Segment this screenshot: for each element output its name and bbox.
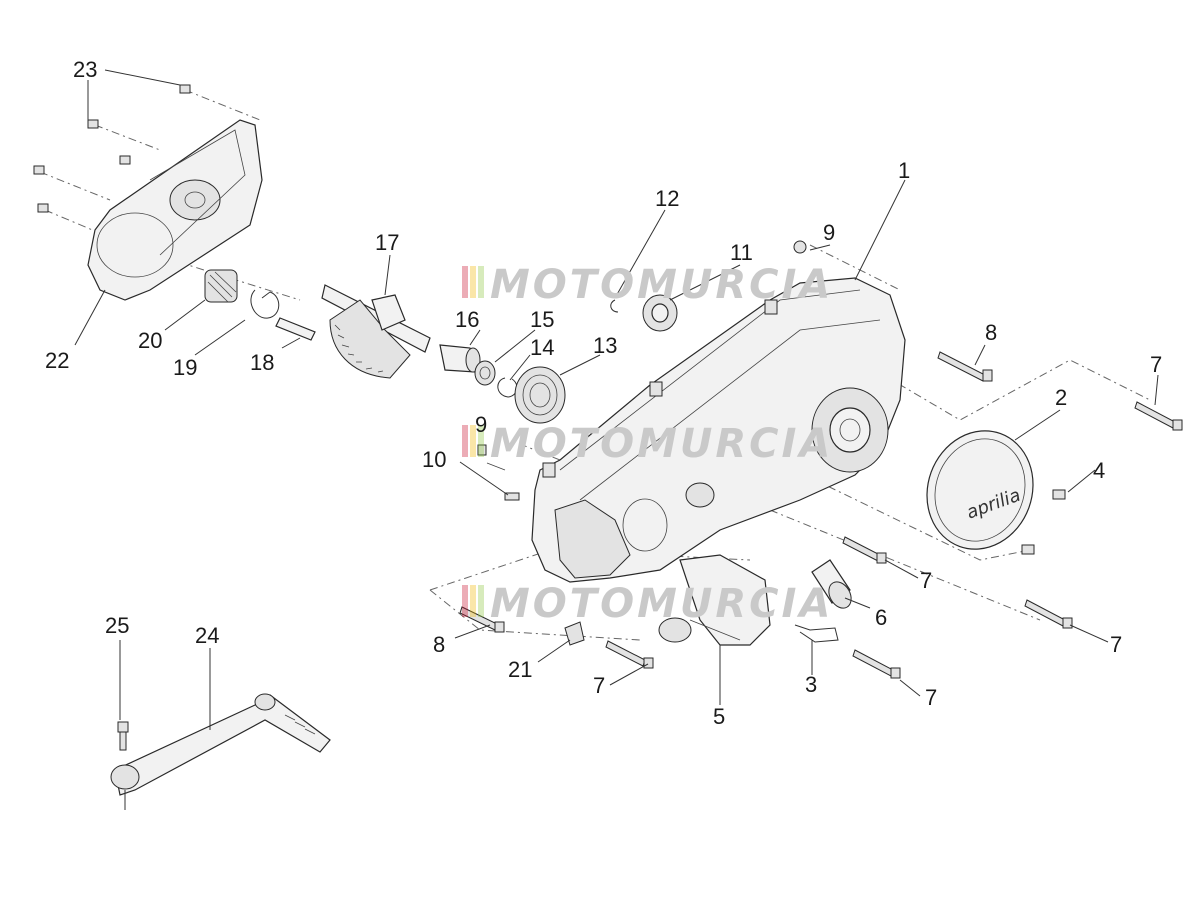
callout-24: 24 xyxy=(195,623,219,648)
part-11-bearing xyxy=(642,294,678,332)
part-23-screws xyxy=(33,84,191,213)
callout-7-bottom: 7 xyxy=(925,685,937,710)
callout-7-right: 7 xyxy=(1150,352,1162,377)
callout-8-low: 8 xyxy=(433,632,445,657)
watermark-top: MOTOMURCIA xyxy=(462,262,833,308)
watermark-text: MOTOMURCIA xyxy=(490,581,833,627)
callout-8-top: 8 xyxy=(985,320,997,345)
callout-15: 15 xyxy=(530,307,554,332)
callout-25: 25 xyxy=(105,613,129,638)
callout-9-mid: 9 xyxy=(475,412,487,437)
callout-12: 12 xyxy=(655,186,679,211)
leader-lines xyxy=(74,69,1159,810)
bolts xyxy=(459,351,1183,679)
part-24-kick-lever xyxy=(110,693,331,796)
callout-23: 23 xyxy=(73,57,97,82)
callout-4: 4 xyxy=(1093,458,1105,483)
part-2-clutch-cover: aprilia xyxy=(926,430,1034,550)
part-12-clip xyxy=(610,299,619,313)
part-13-return-spring xyxy=(514,366,566,424)
callout-2: 2 xyxy=(1055,385,1067,410)
callout-21: 21 xyxy=(508,657,532,682)
callout-5: 5 xyxy=(713,704,725,729)
callout-17: 17 xyxy=(375,230,399,255)
part-22-inner-cover xyxy=(87,119,263,301)
callout-16: 16 xyxy=(455,307,479,332)
callout-labels: 23 22 20 19 18 17 16 15 14 13 12 11 9 1 … xyxy=(45,57,1162,729)
part-18-pin xyxy=(275,317,316,341)
callout-18: 18 xyxy=(250,350,274,375)
callout-14: 14 xyxy=(530,335,554,360)
callout-20: 20 xyxy=(138,328,162,353)
part-25-bolt xyxy=(117,721,129,751)
part-17-kickstart-shaft xyxy=(321,284,431,379)
part-10-screws xyxy=(477,444,520,501)
part-3-bracket xyxy=(794,624,839,643)
part-19-spring-clip xyxy=(250,289,280,319)
watermark-middle: MOTOMURCIA xyxy=(462,421,833,467)
callout-9-top: 9 xyxy=(823,220,835,245)
callout-11: 11 xyxy=(730,240,753,265)
callout-19: 19 xyxy=(173,355,197,380)
callout-6: 6 xyxy=(875,605,887,630)
callout-7-lowright: 7 xyxy=(1110,632,1122,657)
watermark-text: MOTOMURCIA xyxy=(490,421,833,467)
part-5-air-duct xyxy=(658,554,771,646)
callout-22: 22 xyxy=(45,348,69,373)
callout-10: 10 xyxy=(422,447,446,472)
part-21-clip xyxy=(564,621,585,646)
part-1-transmission-cover xyxy=(531,240,906,583)
watermark-text: MOTOMURCIA xyxy=(490,262,833,308)
callout-1: 1 xyxy=(898,158,910,183)
part-14-circlip xyxy=(497,377,518,398)
callout-13: 13 xyxy=(593,333,617,358)
callout-7-mid: 7 xyxy=(920,568,932,593)
part-15-washer xyxy=(474,360,496,386)
part-16-bushing xyxy=(439,344,481,373)
part-20-pinion xyxy=(204,269,238,303)
callout-3: 3 xyxy=(805,672,817,697)
callout-7-low: 7 xyxy=(593,673,605,698)
part-6-filter xyxy=(811,559,852,609)
watermark-bottom: MOTOMURCIA xyxy=(462,581,833,627)
